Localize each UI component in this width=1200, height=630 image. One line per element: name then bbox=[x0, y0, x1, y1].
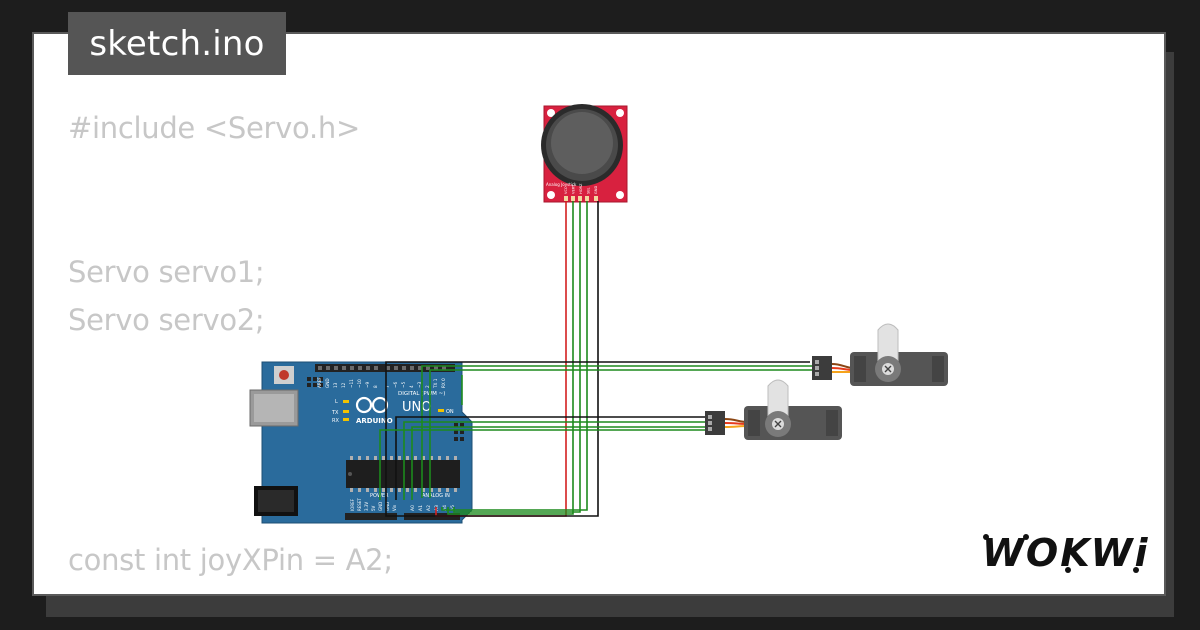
pin-label: 12 bbox=[341, 382, 346, 388]
pin-label: 4 bbox=[409, 385, 414, 388]
svg-text:RX: RX bbox=[332, 418, 339, 424]
code-line: #include <Servo.h> bbox=[68, 111, 360, 145]
wire-servo2-extra bbox=[379, 429, 705, 500]
servo-motor-1[interactable] bbox=[812, 323, 948, 386]
code-line: const int joyYPin = A3; bbox=[68, 584, 1164, 594]
analog-header-label: ANALOG IN bbox=[422, 493, 450, 499]
pin-label: GND bbox=[378, 502, 383, 511]
microcontroller-chip bbox=[346, 460, 460, 488]
pin-label: A2 bbox=[426, 505, 432, 511]
pin-label: GND bbox=[385, 502, 390, 511]
pin-label: 5V bbox=[371, 505, 376, 511]
code-line: const int joyXPin = A2; bbox=[68, 543, 393, 577]
pin-label: 2 bbox=[425, 385, 430, 388]
wire-joy-horz bbox=[453, 201, 581, 513]
code-line: Servo servo2; bbox=[68, 303, 265, 337]
file-tab-label: sketch.ino bbox=[89, 23, 265, 64]
pin-label: AREF bbox=[317, 377, 322, 388]
wire-servo2-signal bbox=[411, 426, 705, 500]
pin-label: ~11 bbox=[349, 379, 354, 388]
svg-text:ON: ON bbox=[446, 409, 454, 415]
code-line: Servo servo1; bbox=[68, 255, 265, 289]
pin-label: GND bbox=[325, 378, 330, 388]
joystick-knob-icon[interactable] bbox=[551, 112, 613, 174]
wires bbox=[379, 201, 812, 517]
arduino-infinity-logo bbox=[355, 396, 389, 414]
pin-label: SEL bbox=[587, 187, 591, 194]
svg-text:TX: TX bbox=[331, 410, 339, 416]
pin-label: A1 bbox=[418, 505, 424, 511]
pin-label: ~3 bbox=[417, 381, 422, 388]
pin-label: GND bbox=[594, 186, 598, 194]
servo-motor-2[interactable] bbox=[705, 379, 842, 440]
pin-label: IOREF bbox=[350, 498, 355, 511]
pin-label: 3.3V bbox=[364, 502, 369, 511]
pin-label: 8 bbox=[373, 385, 378, 388]
board-model-text: UNO bbox=[402, 400, 431, 415]
pin-label: RX 0 bbox=[441, 378, 446, 388]
pin-label: HORZ bbox=[579, 183, 583, 194]
wire-servo2-vcc bbox=[403, 421, 705, 500]
pin-label: 7 bbox=[385, 385, 390, 388]
pin-label: VCC bbox=[564, 186, 568, 194]
pin-label: ~5 bbox=[401, 381, 406, 388]
joystick-label: Analog Joystick bbox=[546, 182, 577, 187]
wire-joy-gnd bbox=[385, 201, 810, 517]
pin-label: ~10 bbox=[357, 379, 362, 388]
pin-label: VERT bbox=[572, 184, 576, 194]
pin-label: A4 bbox=[442, 505, 448, 511]
wire-joy-sel bbox=[441, 201, 588, 511]
wire-servo1-signal bbox=[421, 365, 812, 498]
wokwi-logo-text: WOKWi bbox=[982, 531, 1150, 575]
power-header bbox=[345, 513, 397, 520]
pin-label: RESET bbox=[357, 498, 362, 511]
pin-label: Vin bbox=[392, 504, 397, 511]
wire-servo2-gnd bbox=[395, 416, 705, 500]
pin-label: 13 bbox=[333, 382, 338, 388]
pin-label: TX 1 bbox=[433, 378, 438, 389]
pin-label: A0 bbox=[410, 505, 416, 511]
pin-label: A5 bbox=[450, 505, 456, 511]
pin-label: ~6 bbox=[393, 381, 398, 388]
wokwi-logo: WOKWi bbox=[982, 531, 1150, 575]
code-preview: #include <Servo.h> Servo servo1; Servo ser… bbox=[68, 104, 1164, 594]
arduino-brand-text: ARDUINO bbox=[356, 417, 393, 425]
pin-label: ~9 bbox=[365, 381, 370, 388]
digital-header bbox=[315, 364, 455, 372]
pin-label: A3 bbox=[434, 505, 440, 511]
wire-servo1-vcc bbox=[429, 369, 812, 498]
svg-text:L: L bbox=[335, 399, 338, 405]
file-tab[interactable]: sketch.ino bbox=[68, 12, 286, 75]
